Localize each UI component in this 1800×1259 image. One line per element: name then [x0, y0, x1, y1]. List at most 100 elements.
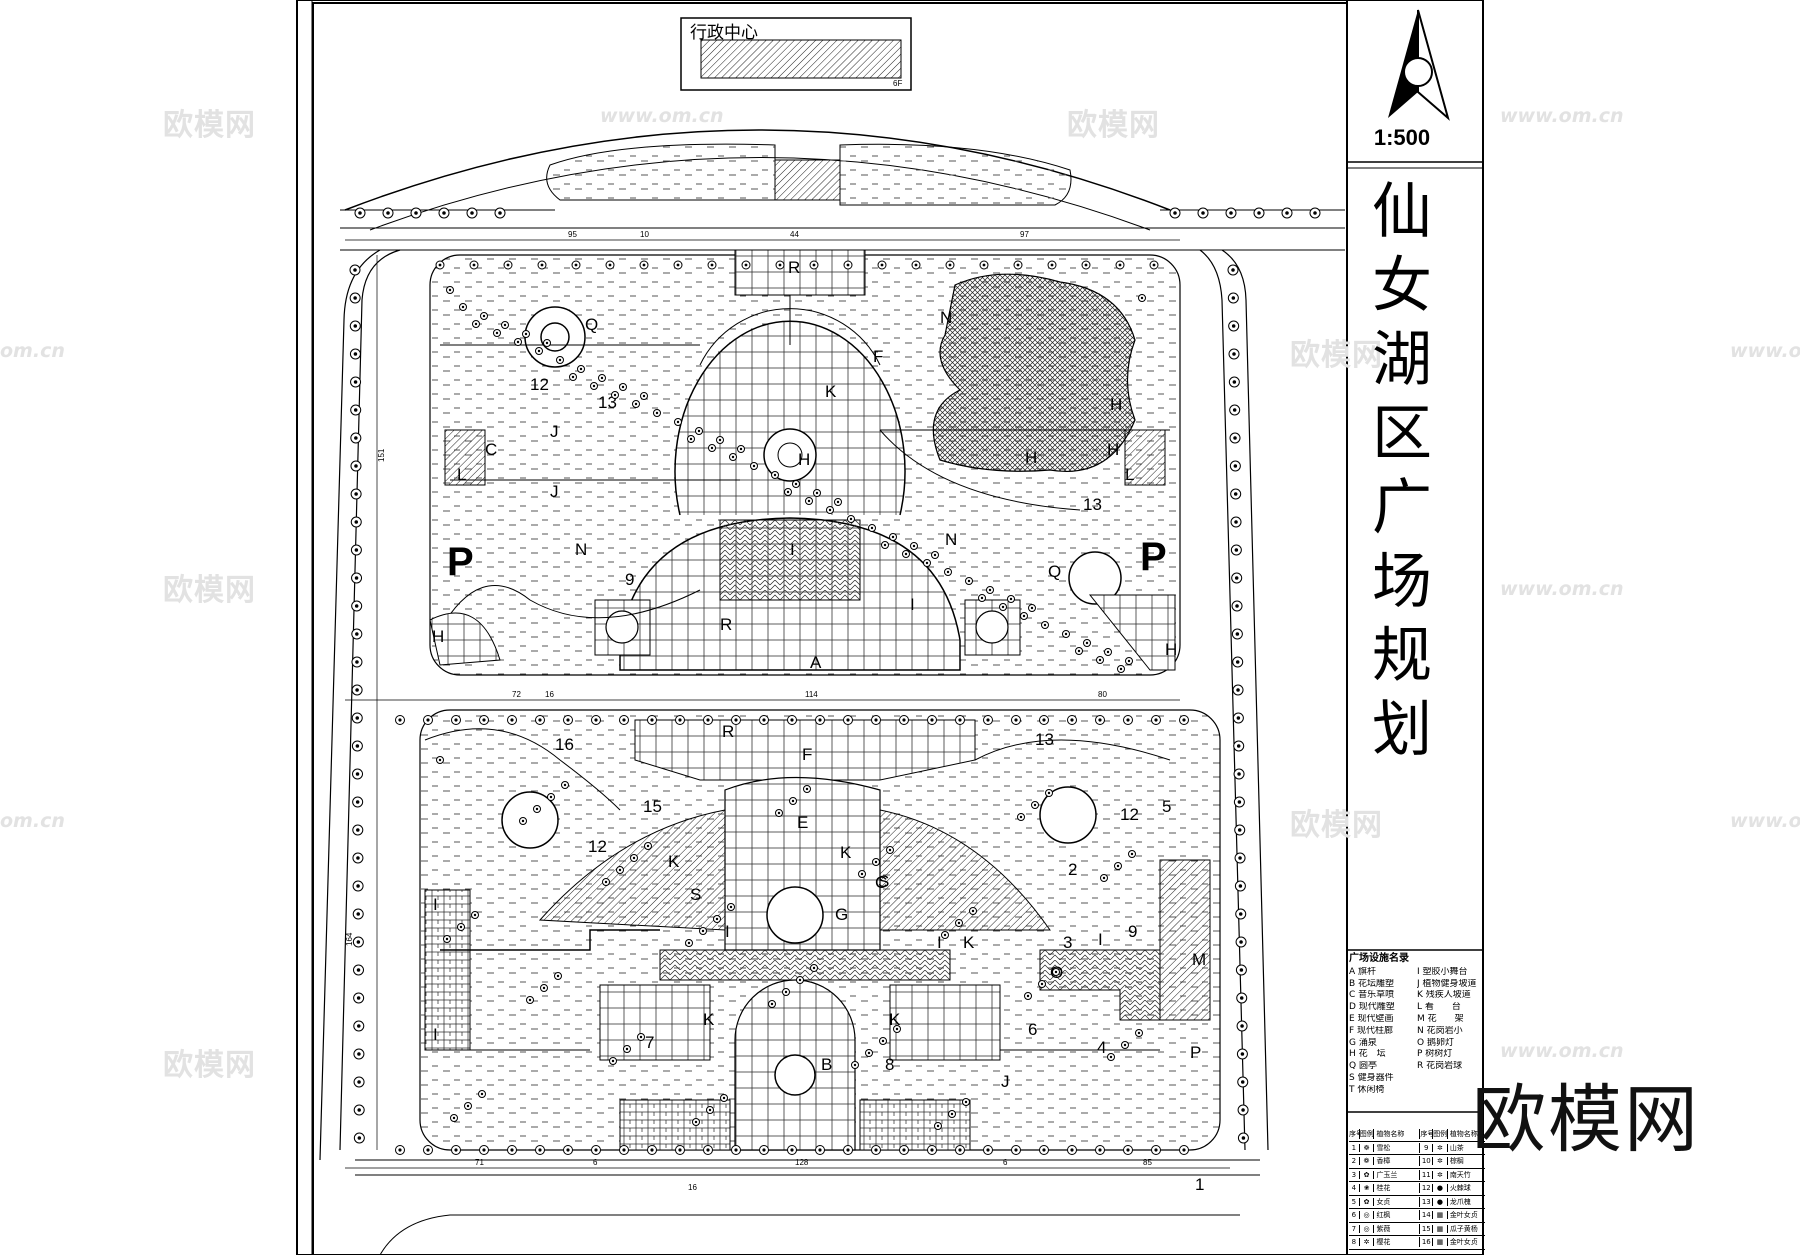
tree-icon-core — [353, 296, 357, 300]
tree-icon-core — [1126, 1148, 1130, 1152]
tree-icon-core — [694, 1120, 698, 1124]
zone-label-north: H — [1165, 640, 1177, 659]
tree-icon-core — [516, 340, 520, 344]
zone-label-south: E — [797, 813, 808, 832]
plant-cell: 山茶 — [1449, 1143, 1464, 1152]
tree-icon-core — [355, 800, 360, 804]
scale-label: 1:500 — [1373, 125, 1431, 150]
zone-label-south: I — [725, 922, 730, 941]
tree-icon-core — [1014, 718, 1018, 722]
legend-item: T 休闲椅 — [1349, 1084, 1385, 1095]
tree-icon-core — [356, 940, 361, 944]
tree-icon-core — [1098, 1148, 1102, 1152]
tree-icon-core — [353, 324, 358, 328]
tree-icon-core — [874, 718, 878, 722]
tree-icon-core — [1235, 632, 1240, 636]
legend-item: H 花 坛 — [1349, 1049, 1386, 1060]
tree-icon-core — [828, 508, 832, 512]
tree-icon-core — [678, 1148, 682, 1152]
title-char: 湖 — [1372, 325, 1432, 395]
tree-icon-core — [1235, 604, 1239, 608]
tree-icon-core — [655, 411, 659, 415]
zone-label-north: 13 — [1083, 495, 1102, 514]
tree-icon-core — [710, 446, 714, 450]
tree-icon-core — [815, 491, 819, 495]
dimension-middle: 72 — [512, 690, 521, 699]
tree-icon-core — [778, 263, 782, 267]
plant-symbol-icon: ✿ — [1360, 1197, 1375, 1206]
tree-icon-core — [537, 349, 541, 353]
tree-icon-core — [860, 872, 864, 876]
tree-icon-core — [604, 880, 608, 884]
plant-cell: 龙爪槐 — [1449, 1197, 1471, 1206]
plant-cell: 序号 — [1420, 1129, 1434, 1140]
tree-icon-core — [357, 1080, 361, 1084]
zone-label-south: 7 — [645, 1033, 654, 1052]
zone-label-south: 9 — [1128, 922, 1137, 941]
tree-icon-core — [836, 500, 840, 504]
tree-icon-core — [689, 437, 693, 441]
zone-label-south: I — [1098, 930, 1103, 949]
tree-icon-core — [1182, 718, 1186, 722]
plant-cell: 14 — [1420, 1211, 1434, 1220]
tree-icon-core — [936, 1124, 940, 1128]
zone-label-north: C — [485, 440, 497, 459]
tree-icon-core — [706, 1148, 710, 1152]
building-floors: 6F — [893, 79, 902, 88]
zone-label-south: K — [963, 933, 975, 952]
tree-icon-core — [535, 807, 539, 811]
tree-icon-core — [849, 517, 853, 521]
plant-cell: 雪松 — [1374, 1142, 1421, 1153]
plant-cell: 序号 — [1349, 1129, 1360, 1140]
tree-icon-core — [353, 268, 357, 272]
tree-icon-core — [510, 718, 514, 722]
tree-icon-core — [1152, 263, 1156, 267]
tree-icon-core — [621, 385, 625, 389]
legend-title: 广场设施名录 — [1349, 953, 1409, 964]
tree-icon-core — [542, 986, 546, 990]
zone-label-south: S — [878, 872, 889, 891]
tree-icon-core — [1232, 352, 1236, 356]
tree-icon-core — [1237, 800, 1242, 804]
tree-icon-core — [1201, 211, 1205, 215]
tree-icon-core — [566, 718, 570, 722]
tree-icon-core — [708, 1108, 712, 1112]
tree-icon-core — [1119, 667, 1123, 671]
tree-icon-core — [933, 553, 937, 557]
plant-cell: 9 — [1420, 1143, 1434, 1152]
tree-icon-core — [642, 394, 646, 398]
tree-icon-core — [622, 718, 626, 722]
tree-icon-core — [1241, 1108, 1245, 1112]
zone-label-north: R — [720, 615, 732, 634]
tree-icon-core — [566, 1148, 570, 1152]
tree-icon-core — [355, 744, 360, 748]
plant-cell: 2 — [1349, 1157, 1360, 1166]
zone-label-north: F — [873, 347, 883, 366]
tree-icon-core — [354, 492, 358, 496]
tree-icon-core — [1123, 1043, 1127, 1047]
tree-icon-core — [353, 352, 358, 356]
zone-label-north: N — [575, 540, 587, 559]
tree-icon-core — [1126, 718, 1130, 722]
tree-icon-core — [414, 211, 418, 215]
plant-symbol-icon: ❁ — [1360, 1157, 1375, 1166]
tree-icon-core — [474, 322, 478, 326]
dimension-bottom: 6 — [593, 1158, 598, 1167]
tree-icon-core — [1085, 641, 1089, 645]
tree-icon-core — [358, 211, 362, 215]
tree-icon-core — [881, 1039, 885, 1043]
tree-icon-core — [625, 1047, 629, 1051]
tree-icon-core — [1154, 718, 1158, 722]
plant-symbol-icon: ☸ — [1360, 1143, 1375, 1152]
zone-label-south: G — [835, 905, 848, 924]
plant-symbol-icon: ◎ — [1360, 1211, 1375, 1220]
zone-label-south: P — [1190, 1043, 1201, 1062]
plant-cell: 红枫 — [1374, 1210, 1421, 1221]
plant-cell: 1 — [1349, 1143, 1360, 1152]
zone-label-north: Q — [1048, 562, 1061, 581]
